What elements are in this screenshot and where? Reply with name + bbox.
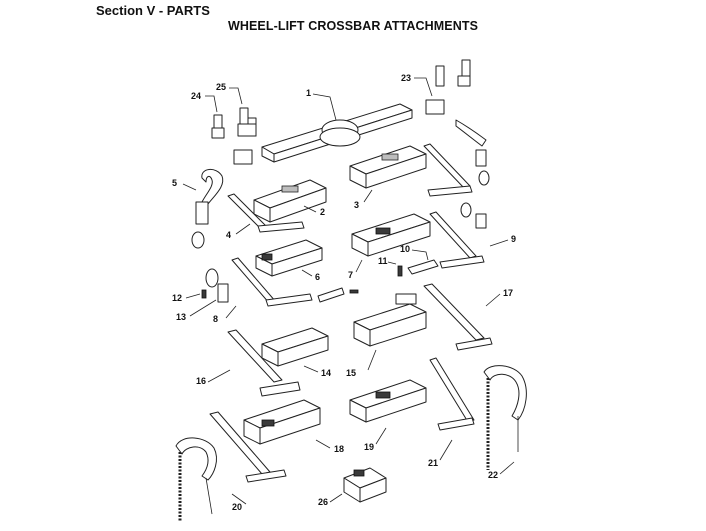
part-14-frame: 14 [261,327,331,378]
part-8-arm: 8 [213,287,359,324]
part-22-chain-hook: 22 [483,365,527,480]
callout-21: 21 [428,458,438,468]
part-7-frame: 7 [348,213,431,280]
callout-16: 16 [196,376,206,386]
callout-8: 8 [213,314,218,324]
part-6-frame: 6 [231,239,323,307]
page-title: WHEEL-LIFT CROSSBAR ATTACHMENTS [227,19,479,33]
callout-26: 26 [318,497,328,507]
part-12-pin: 12 [172,268,219,303]
part-4-arm: 4 [226,193,305,240]
part-26-clamp: 26 [318,467,387,507]
callout-20: 20 [232,502,242,512]
part-2-bracket: 2 [253,179,327,223]
part-21-arm: 21 [428,357,475,468]
part-16-arm: 16 [196,329,301,397]
callout-25: 25 [216,82,226,92]
callout-14: 14 [321,368,331,378]
callout-6: 6 [315,272,320,282]
part-1-crossbar: 1 [261,88,413,163]
part-20-chain-hook: 20 [175,411,287,522]
callout-4: 4 [226,230,231,240]
callout-18: 18 [334,444,344,454]
callout-12: 12 [172,293,182,303]
callout-24: 24 [191,91,201,101]
part-18-frame: 18 [243,399,344,454]
part-19-bracket: 19 [349,379,427,452]
part-13-bracket: 13 [176,283,229,322]
section-title: Section V - PARTS [96,3,210,18]
part-17-arm: 17 [423,283,513,351]
callout-19: 19 [364,442,374,452]
callout-23: 23 [401,73,411,83]
callout-15: 15 [346,368,356,378]
part-3-bracket: 3 [349,143,473,210]
callout-3: 3 [354,200,359,210]
part-9-arm: 9 [429,202,516,269]
callout-9: 9 [511,234,516,244]
part-15-bracket: 15 [346,293,427,378]
part-5-hook: 5 [172,169,224,249]
callout-11: 11 [378,256,388,266]
callout-5: 5 [172,178,177,188]
callout-10: 10 [400,244,410,254]
callout-7: 7 [348,270,353,280]
callout-17: 17 [503,288,513,298]
callout-1: 1 [306,88,311,98]
callout-22: 22 [488,470,498,480]
part-25-pin: 25 [216,82,257,137]
callout-2: 2 [320,207,325,217]
part-24-pin: 24 [191,91,253,165]
callout-13: 13 [176,312,186,322]
part-10-bar: 10 [400,244,439,275]
part-23-pins: 23 [401,59,490,186]
part-11-pin: 11 [378,256,403,277]
